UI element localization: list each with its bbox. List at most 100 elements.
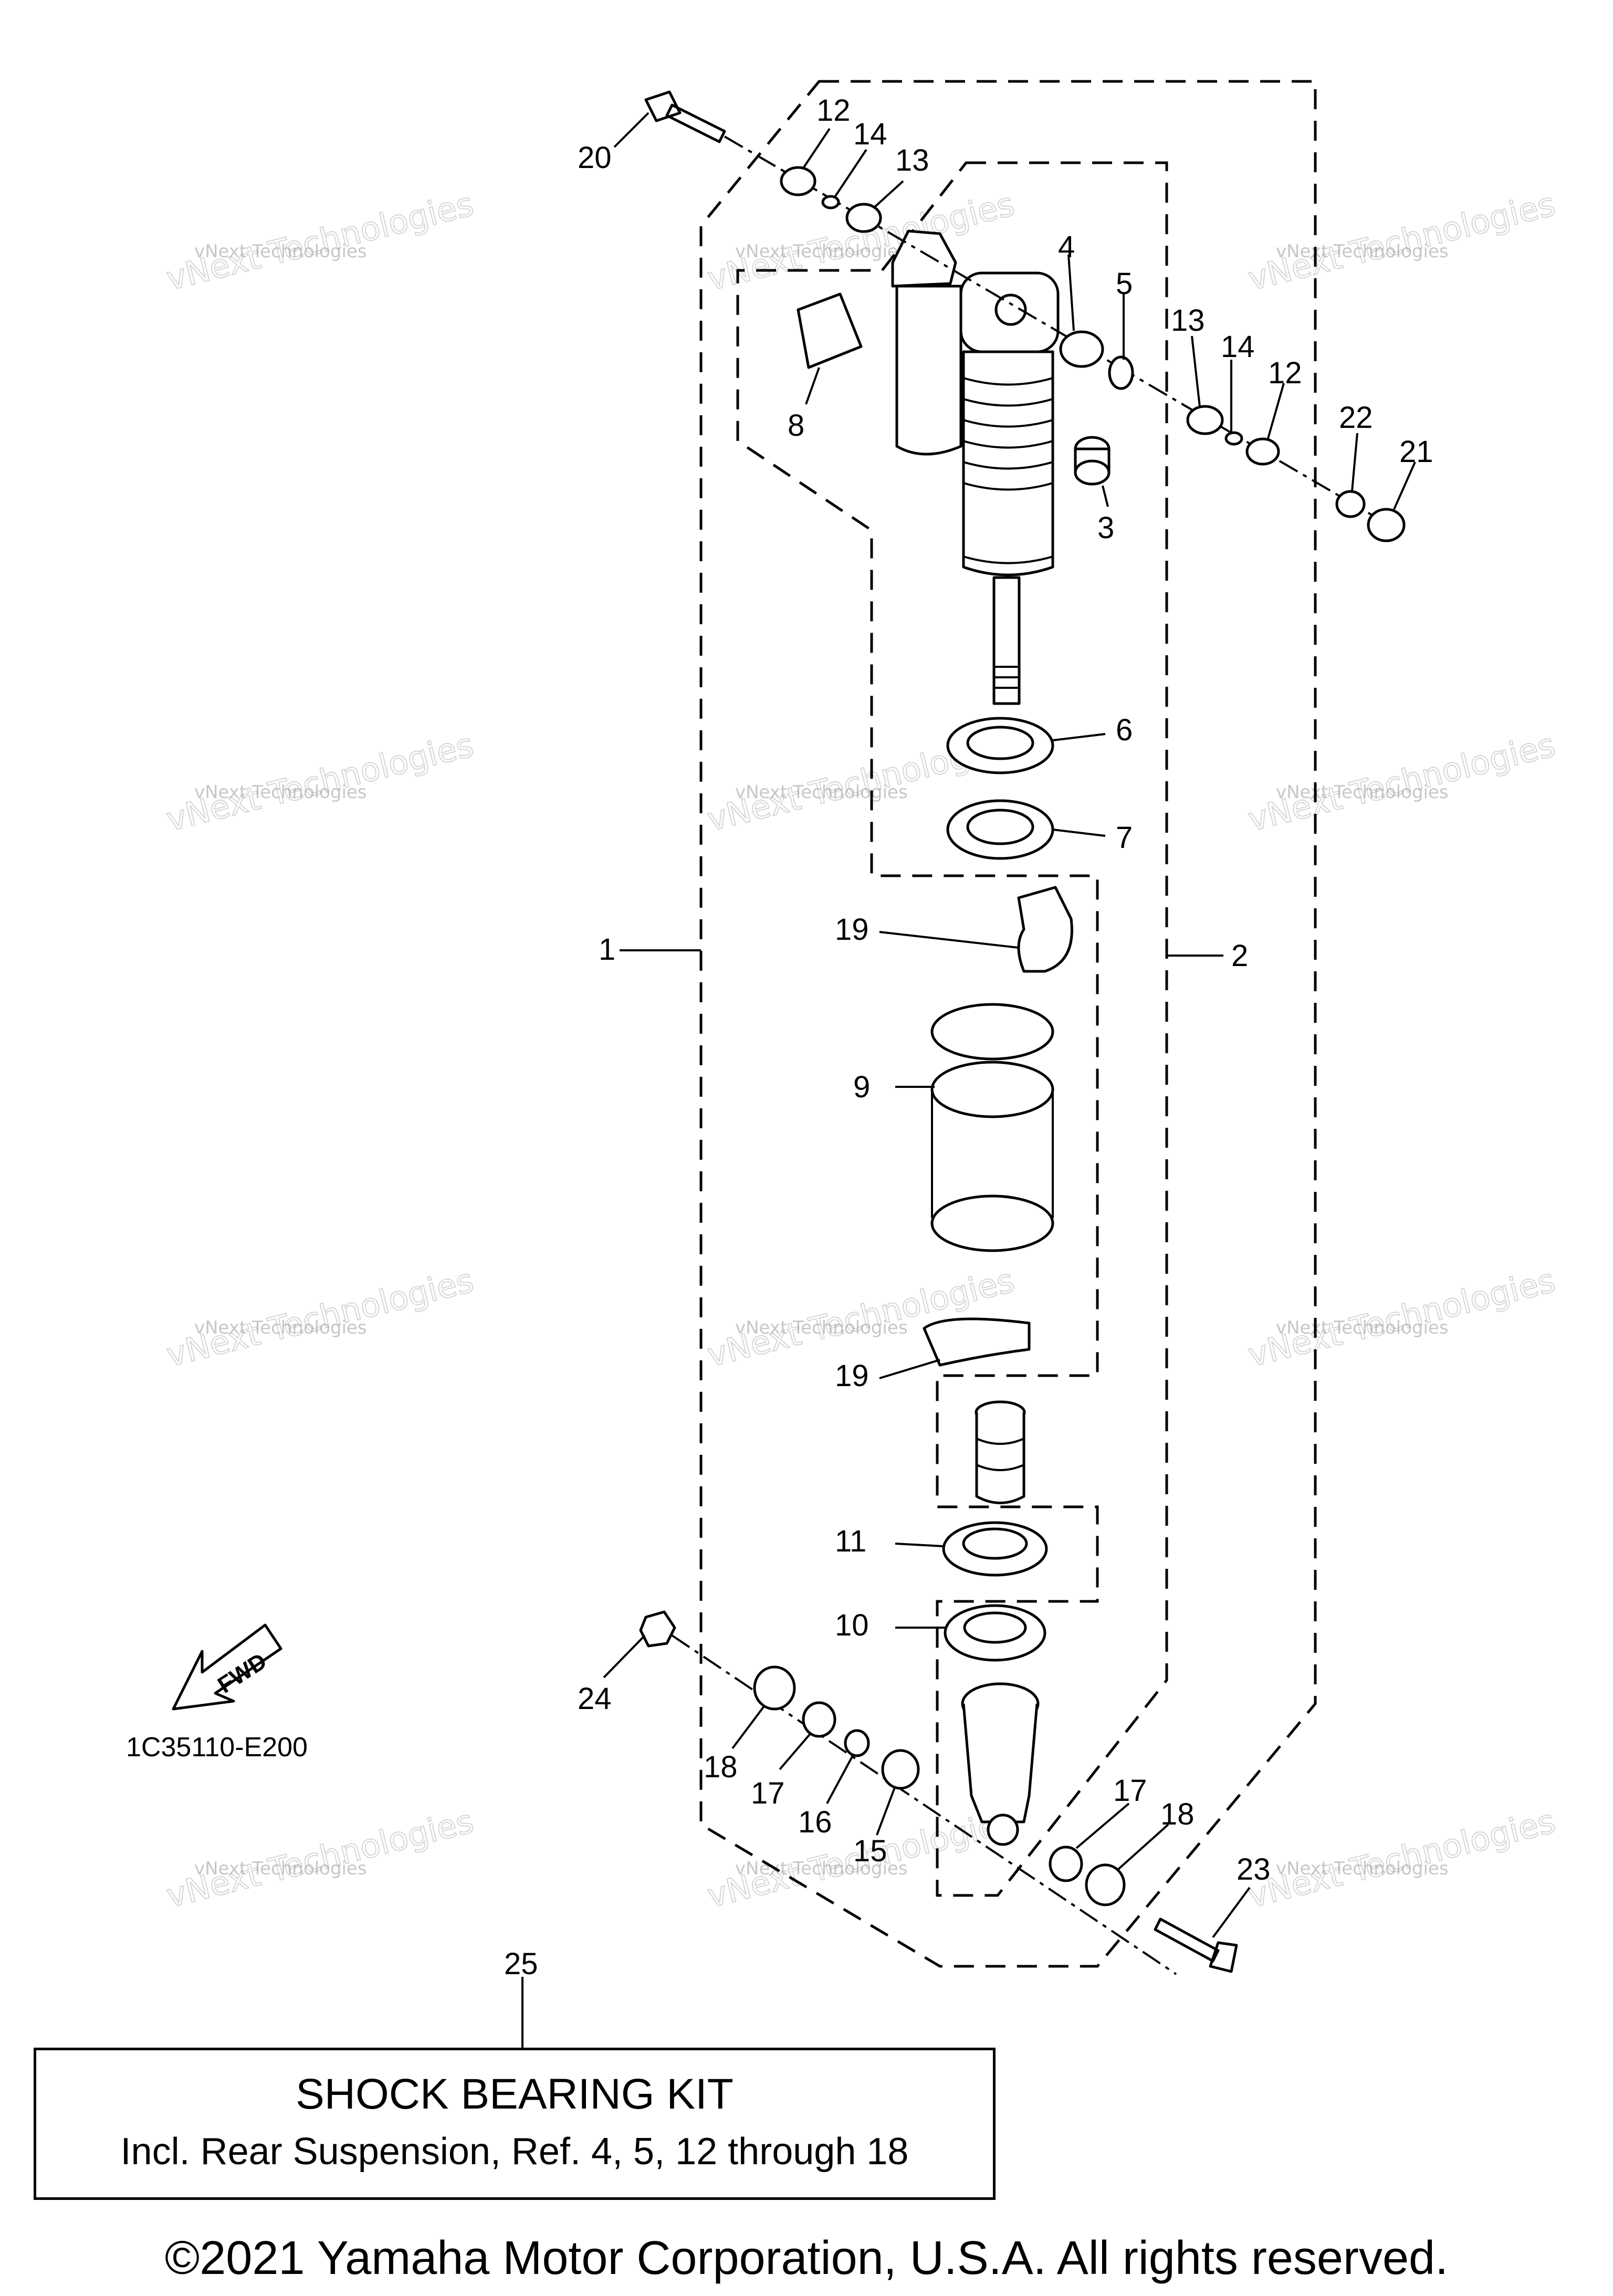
- leader-12a: [802, 128, 831, 169]
- watermark: vNext Technologies vNext Technologies: [162, 725, 478, 840]
- lower-axis-line: [671, 1634, 1177, 1975]
- svg-text:vNext Technologies: vNext Technologies: [1276, 1317, 1449, 1338]
- collar-12-right: [1245, 437, 1280, 466]
- callout-9: 9: [853, 1070, 870, 1104]
- callout-24: 24: [578, 1682, 612, 1716]
- leader-19-lower: [879, 1359, 940, 1379]
- circlip-5: [1108, 355, 1134, 390]
- seal-13-left: [845, 203, 882, 233]
- leader-21: [1393, 462, 1416, 510]
- callout-18: 18: [704, 1750, 738, 1784]
- callout-1: 1: [599, 932, 615, 967]
- callout-10: 10: [835, 1608, 869, 1642]
- callout-15: 15: [853, 1834, 887, 1868]
- watermark: vNext Technologies vNext Technologies: [1244, 1801, 1559, 1916]
- callout-14: 14: [1221, 330, 1255, 364]
- callout-7: 7: [1116, 821, 1133, 855]
- collar-17-right: [1049, 1846, 1083, 1882]
- top-bolt: [644, 90, 726, 143]
- bump-stop: [975, 1400, 1026, 1504]
- spring-guide-upper: [1017, 886, 1073, 973]
- svg-text:vNext Technologies: vNext Technologies: [194, 1317, 367, 1338]
- callout-6: 6: [1116, 713, 1133, 747]
- leader-3: [1102, 485, 1109, 507]
- kit-info-box: SHOCK BEARING KIT Incl. Rear Suspension,…: [34, 2048, 996, 2200]
- watermark: vNext Technologies vNext Technologies: [1244, 725, 1559, 840]
- leader-4: [1067, 254, 1075, 331]
- callout-14: 14: [853, 117, 887, 151]
- svg-text:vNext Technologies: vNext Technologies: [735, 782, 908, 803]
- seal-18-right: [1085, 1863, 1126, 1906]
- leader-19-upper: [879, 931, 1019, 949]
- leader-18a: [731, 1705, 765, 1749]
- callout-22: 22: [1339, 401, 1373, 435]
- collar-17-left: [802, 1701, 836, 1738]
- svg-text:vNext Technologies: vNext Technologies: [1276, 241, 1449, 262]
- coil-spring: [930, 1003, 1054, 1252]
- seal-18-left: [753, 1665, 796, 1711]
- adjuster-knob: [1074, 436, 1111, 486]
- leader-6: [1052, 733, 1106, 741]
- watermark: vNext Technologies vNext Technologies: [162, 184, 478, 299]
- watermark: vNext Technologies vNext Technologies: [162, 1261, 478, 1375]
- leader-23: [1212, 1886, 1251, 1938]
- callout-12: 12: [1268, 356, 1302, 390]
- leader-22: [1351, 433, 1358, 491]
- kit-title: SHOCK BEARING KIT: [296, 2070, 734, 2118]
- label-sticker: [797, 292, 863, 369]
- leader-11: [895, 1543, 944, 1547]
- callout-16: 16: [798, 1805, 832, 1839]
- leader-12b: [1267, 383, 1285, 439]
- bolt-23: [1154, 1917, 1238, 1973]
- bushing-16: [844, 1729, 870, 1757]
- collar-12-left: [780, 166, 816, 196]
- leader-16: [826, 1754, 854, 1804]
- watermark: vNext Technologies vNext Technologies: [1244, 184, 1559, 299]
- svg-text:vNext Technologies: vNext Technologies: [1276, 782, 1449, 803]
- svg-text:vNext Technologies: vNext Technologies: [1276, 1858, 1449, 1879]
- leader-20: [613, 112, 650, 148]
- leader-18b: [1117, 1823, 1169, 1870]
- callout-12: 12: [816, 93, 851, 128]
- callout-8: 8: [788, 408, 804, 443]
- callout-17: 17: [1113, 1774, 1147, 1808]
- oring-14-right: [1224, 431, 1243, 446]
- callout-25: 25: [504, 1947, 538, 1981]
- watermark: vNext Technologies vNext Technologies: [162, 1801, 478, 1916]
- leader-7: [1052, 829, 1106, 837]
- leader-13b: [1191, 336, 1201, 407]
- watermark: vNext Technologies vNext Technologies: [1244, 1261, 1559, 1375]
- lower-clevis: [961, 1682, 1040, 1846]
- spring-guide-lower: [923, 1317, 1031, 1367]
- bearing-4: [1059, 330, 1104, 368]
- nut-21: [1367, 508, 1406, 542]
- leader-14a: [834, 149, 867, 198]
- callout-4: 4: [1058, 230, 1075, 264]
- adjuster-nut: [946, 799, 1054, 860]
- leader-13a: [873, 180, 904, 208]
- callout-5: 5: [1116, 267, 1133, 301]
- callout-20: 20: [578, 141, 612, 175]
- watermark-group: vNext Technologies vNext Technologies vN…: [162, 184, 1559, 1916]
- washer-22: [1335, 490, 1366, 518]
- callout-11: 11: [835, 1524, 866, 1558]
- callout-3: 3: [1097, 511, 1114, 545]
- svg-text:vNext Technologies: vNext Technologies: [194, 241, 367, 262]
- callout-17: 17: [751, 1776, 785, 1810]
- callout-19: 19: [835, 1359, 869, 1393]
- cap-seal: [942, 1521, 1048, 1577]
- nut-24: [639, 1610, 676, 1648]
- callout-19: 19: [835, 913, 869, 947]
- callout-2: 2: [1231, 939, 1248, 973]
- lock-nut: [946, 717, 1054, 774]
- oring-14-left: [821, 195, 840, 209]
- callout-18: 18: [1160, 1797, 1195, 1831]
- fwd-arrow-icon: FWD: [172, 1623, 282, 1711]
- bearing-15: [881, 1749, 920, 1790]
- spring-seat: [944, 1604, 1046, 1662]
- assembly-boundary-1: [699, 80, 1317, 1968]
- callout-23: 23: [1237, 1852, 1271, 1886]
- callout-21: 21: [1399, 435, 1433, 469]
- leader-24: [603, 1634, 646, 1679]
